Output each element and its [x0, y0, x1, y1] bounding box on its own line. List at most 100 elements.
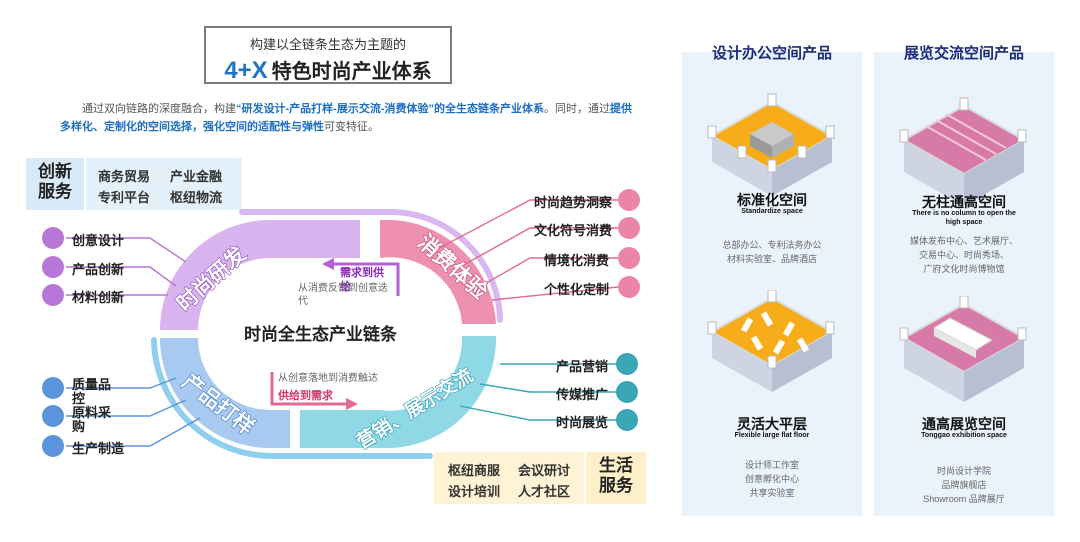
space-office-2-desc-line: 设计师工作室 [744, 460, 799, 470]
service-item: 枢纽商服 [448, 463, 501, 478]
outer-arc-top [239, 209, 503, 323]
space-expo-1-title: 无柱通高空间 [922, 194, 1006, 210]
bullet-dot [616, 409, 638, 431]
bullet-dot [42, 435, 64, 457]
arrow-desc-supply-demand: 从创意落地到消费触达 [278, 373, 378, 384]
column-free-space-illustration [899, 97, 1027, 206]
ring-segment-consume [380, 219, 496, 324]
arrow-label-demand-supply: 需求到供给 [340, 267, 384, 293]
ring-segment-market [300, 336, 497, 449]
connector-line [66, 417, 201, 447]
panel-office-title: 设计办公空间产品 [711, 45, 832, 62]
market-item: 时尚展览 [556, 415, 609, 430]
floor-side [712, 332, 772, 392]
title-main-text: 特色时尚产业体系 [271, 61, 432, 83]
arrow-desc-demand-supply: 从消费反馈到创意迭代 [298, 283, 388, 307]
partition [782, 321, 796, 337]
innovation-service-line1: 创新 [38, 162, 72, 181]
column [767, 93, 777, 107]
partition [796, 337, 810, 353]
ring-segment-rd [160, 220, 360, 330]
connector-line [66, 377, 177, 389]
consume-item: 情境化消费 [544, 253, 610, 268]
service-item: 商务贸易 [98, 169, 151, 184]
connector-line [66, 266, 177, 287]
bullet-dot [42, 377, 64, 399]
connector-line [66, 237, 187, 263]
floor-side [772, 332, 832, 392]
space-expo-1-desc-line: 媒体发布中心、艺术展厅、 [909, 236, 1018, 246]
rd-item: 产品创新 [72, 262, 125, 277]
market-item: 产品营销 [556, 359, 609, 374]
column [737, 145, 747, 159]
title-accent: 4+X [224, 57, 268, 84]
bullet-dot [42, 227, 64, 249]
bullet-dot [42, 284, 64, 306]
space-expo-2-desc-line: Showroom 品牌展厅 [923, 494, 1005, 504]
column [899, 129, 909, 143]
intro-highlight1: “研发设计-产品打样-展示交流-消费体验”的全生态链条产业体系 [236, 103, 544, 115]
column [797, 145, 807, 159]
floor-side [964, 140, 1024, 206]
consume-item: 文化符号消费 [534, 223, 613, 238]
title-subtitle: 构建以全链条生态为主题的 [249, 37, 406, 52]
space-expo-1-desc-line: 广府文化时尚博物馆 [923, 264, 1005, 274]
connector-line [431, 199, 618, 253]
stripe [925, 125, 987, 161]
column [707, 321, 717, 335]
stripe [935, 119, 997, 155]
consume-item: 时尚趋势洞察 [534, 195, 613, 210]
space-expo-2-desc-line: 时尚设计学院 [936, 466, 991, 476]
life-service-line2: 服务 [599, 476, 633, 495]
space-office-2-en: Flexible large flat floor [734, 432, 810, 439]
space-expo-1-en: There is no column to open the [912, 210, 1016, 217]
bullet-dot [616, 381, 638, 403]
bullet-dot [618, 247, 640, 269]
industry-ring-diagram: 时尚研发 消费体验 产品打样 营销、展示交流 [66, 199, 619, 459]
partition [760, 311, 774, 327]
service-item: 设计培训 [448, 484, 501, 499]
market-item: 传媒推广 [556, 387, 609, 402]
exhibit-platform [934, 328, 976, 358]
partition [750, 335, 764, 351]
innovation-service-line2: 服务 [38, 182, 72, 201]
life-service-header: 生活 服务 [586, 452, 646, 504]
life-service-line1: 生活 [599, 456, 633, 475]
floor-side [712, 136, 772, 196]
life-service-items: 枢纽商服 会议研讨 设计培训 人才社区 [434, 452, 584, 504]
innovation-service-items: 商务贸易 产业金融 专利平台 枢纽物流 [86, 158, 242, 210]
bullet-dot [616, 353, 638, 375]
core-block [772, 134, 794, 158]
floor-side [904, 338, 964, 402]
connector-line [491, 286, 619, 301]
intro-part3: 可变特征。 [324, 121, 379, 133]
arrow-demand-to-supply [332, 262, 400, 296]
rd-item: 材料创新 [72, 290, 125, 305]
connector-line [457, 227, 618, 269]
service-item: 会议研讨 [518, 463, 571, 478]
service-item: 枢纽物流 [170, 190, 223, 205]
connector-line [459, 405, 618, 421]
space-office-2-desc-line: 共享实验室 [749, 488, 795, 498]
intro-part1: 通过双向链路的深度融合，构建 [82, 103, 236, 115]
panel-office-space: 设计办公空间产品 标准化空间 Standardize space 总部办公、专利… [682, 45, 862, 516]
arrow-demand-to-supply-head [322, 258, 334, 270]
space-office-1-title: 标准化空间 [737, 192, 807, 208]
consume-item: 个性化定制 [544, 282, 610, 297]
space-office-1-en: Standardize space [741, 208, 803, 215]
intro-highlight2: 提供多样化、定制化的空间选择，强化空间的适配性与弹性 [60, 103, 632, 133]
space-office-1-desc-line: 总部办公、专利法务办公 [722, 240, 822, 250]
floor-side [904, 140, 964, 206]
intro-part2: 。同时，通过 [544, 103, 610, 115]
stripe [945, 113, 1007, 149]
service-item: 产业金融 [170, 169, 223, 184]
column [825, 125, 835, 139]
column [707, 125, 717, 139]
column [767, 355, 777, 369]
bullet-dot [42, 405, 64, 427]
bullet-dot [618, 217, 640, 239]
space-office-1-desc-line: 材料实验室、品牌酒店 [726, 254, 817, 264]
core-block [750, 134, 772, 158]
column [1017, 327, 1027, 341]
